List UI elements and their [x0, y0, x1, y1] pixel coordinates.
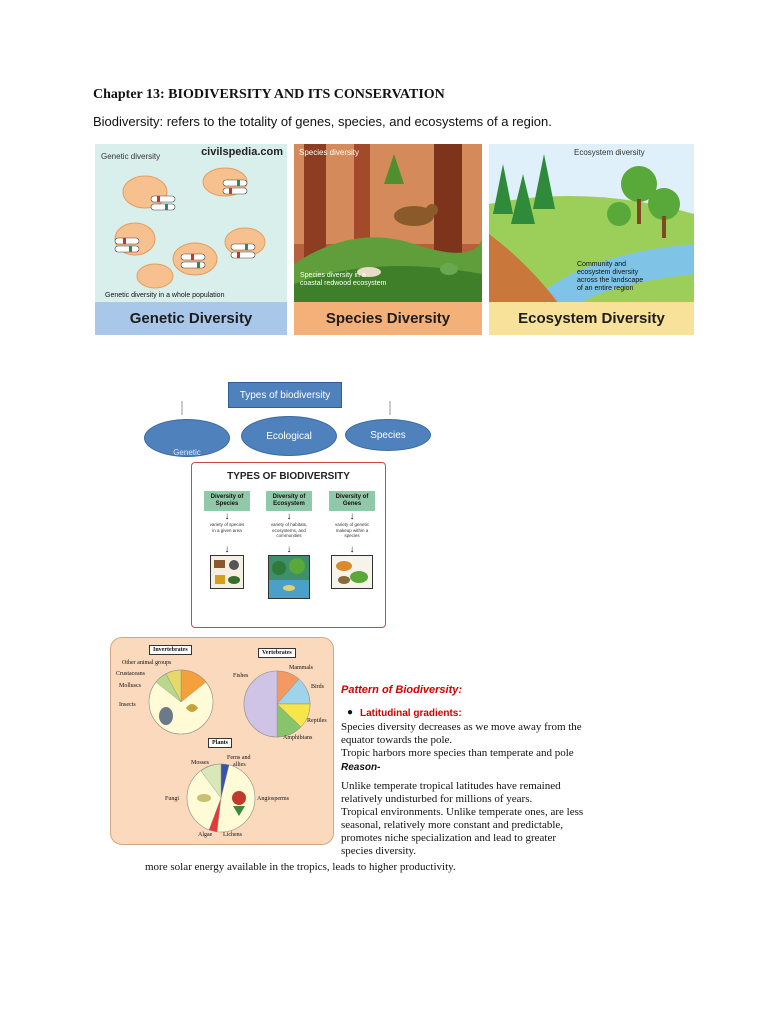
frogs-image — [331, 555, 373, 589]
species-diversity-label: Species diversity — [299, 148, 360, 157]
types-of-biodiversity-card: TYPES OF BIODIVERSITY Diversity of Speci… — [191, 462, 386, 628]
ecosystem-diversity-label: Ecosystem diversity — [574, 148, 645, 157]
pie-label-other-animals: Other animal groups — [122, 660, 172, 666]
arrow-down-icon: ↓ — [349, 544, 355, 555]
pie-charts-graphic — [148, 669, 311, 833]
pie-label-ferns: Ferns and allies — [227, 755, 251, 768]
types-col-species-desc: variety of species in a given area — [209, 522, 245, 533]
pie-label-reptiles: Reptiles — [307, 718, 327, 724]
pie-label-amphibians: Amphibians — [283, 735, 313, 741]
pie-label-lichens: Lichens — [223, 832, 242, 838]
ecosystem-diversity-caption: Ecosystem Diversity — [489, 302, 694, 335]
solar-energy-line: more solar energy available in the tropi… — [145, 861, 456, 873]
pie-label-fungi: Fungi — [165, 796, 180, 802]
pie-label-molluscs: Molluscs — [119, 683, 142, 689]
arrow-down-icon: ↓ — [224, 544, 230, 555]
pie-label-mammals: Mammals — [289, 665, 313, 671]
species-pie-charts-panel: Invertebrates Vertebrates Plants Other a… — [110, 637, 334, 845]
ecosystem-diversity-note: Community and ecosystem diversity across… — [577, 261, 644, 292]
pie-label-crustaceans: Crustaceans — [116, 671, 145, 677]
pie-label-algae: Algae — [198, 832, 213, 838]
species-diversity-panel: Species diversity Species diversity in a… — [294, 144, 482, 335]
flowchart-root-box: Types of biodiversity — [228, 382, 342, 408]
bullet-icon: ● — [347, 707, 354, 718]
types-col-ecosystem-head: Diversity of Ecosystem — [266, 491, 312, 511]
animals-image — [210, 555, 244, 589]
species-diversity-caption: Species Diversity — [294, 302, 482, 335]
ecosystem-image — [268, 555, 310, 599]
arrow-down-icon: ↓ — [224, 511, 230, 522]
genetic-diversity-caption: Genetic Diversity — [95, 302, 287, 335]
types-col-species-head: Diversity of Species — [204, 491, 250, 511]
ecosystem-diversity-panel: Ecosystem diversity Community and ecosys… — [489, 144, 694, 335]
types-col-ecosystem-desc: variety of habitats, ecosystems, and com… — [270, 522, 308, 538]
reason-heading: Reason- — [341, 762, 381, 773]
types-card-title: TYPES OF BIODIVERSITY — [227, 471, 350, 482]
types-col-genes: Diversity of Genes ↓ variety of genetic … — [329, 491, 375, 589]
page-title: Chapter 13: BIODIVERSITY AND ITS CONSERV… — [93, 87, 445, 102]
pie-label-mosses: Mosses — [191, 760, 210, 766]
genetic-diversity-label: Genetic diversity — [101, 152, 161, 161]
types-col-genes-head: Diversity of Genes — [329, 491, 375, 511]
types-col-genes-desc: variety of genetic makeup within a speci… — [334, 522, 370, 538]
reason-text: Unlike temperate tropical latitudes have… — [341, 780, 584, 857]
species-diversity-note: Species diversity in a coastal redwood e… — [300, 272, 387, 287]
pie-label-fishes: Fishes — [233, 673, 249, 679]
pattern-text: Species diversity decreases as we move a… — [341, 721, 582, 759]
pie-label-birds: Birds — [311, 684, 325, 690]
arrow-down-icon: ↓ — [349, 511, 355, 522]
types-col-species: Diversity of Species ↓ variety of specie… — [204, 491, 250, 589]
flowchart-node-genetic: Genetic — [144, 419, 230, 457]
flowchart-node-species: Species — [345, 419, 431, 451]
intro-text: Biodiversity: refers to the totality of … — [93, 114, 552, 129]
civilspedia-brand: civilspedia.com — [201, 146, 283, 158]
flowchart-node-ecological: Ecological — [241, 416, 337, 456]
types-col-ecosystem: Diversity of Ecosystem ↓ variety of habi… — [266, 491, 312, 599]
flowchart-connectors — [181, 401, 391, 415]
genetic-diversity-panel: Genetic diversity civilspedia.com Geneti… — [95, 144, 287, 335]
invertebrates-heading: Invertebrates — [149, 645, 192, 655]
vertebrates-heading: Vertebrates — [258, 648, 296, 658]
plants-heading: Plants — [208, 738, 233, 748]
latitudinal-gradients-heading: Latitudinal gradients: — [360, 708, 462, 719]
arrow-down-icon: ↓ — [286, 511, 292, 522]
arrow-down-icon: ↓ — [286, 544, 292, 555]
ecosystem-diversity-illustration — [489, 144, 694, 335]
genetic-diversity-note: Genetic diversity in a whole population — [105, 292, 225, 299]
pie-label-angiosperms: Angiosperms — [257, 796, 289, 802]
pie-label-insects: Insects — [119, 702, 136, 708]
pattern-title: Pattern of Biodiversity: — [341, 684, 463, 696]
